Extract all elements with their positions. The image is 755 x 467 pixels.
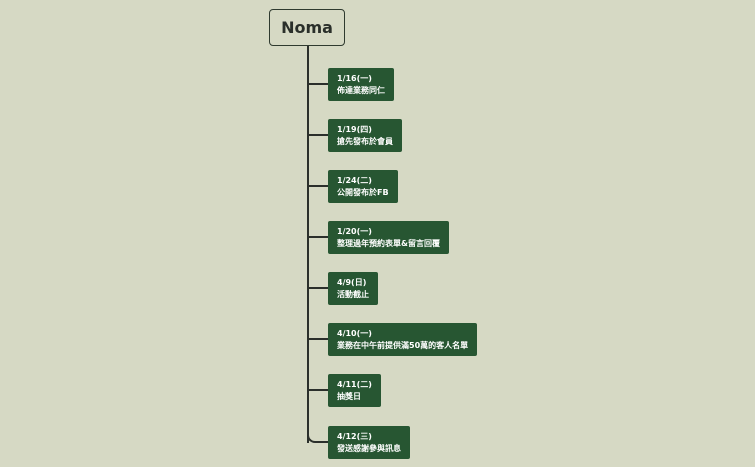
branch-line xyxy=(309,287,328,289)
node-date: 4/12(三) xyxy=(337,431,372,441)
node-text: 發送感謝參與訊息 xyxy=(337,443,401,453)
node-text: 抽獎日 xyxy=(337,391,361,401)
timeline-node[interactable]: 4/12(三) 發送感謝參與訊息 xyxy=(328,426,410,459)
trunk-line xyxy=(307,46,309,443)
node-date: 1/24(二) xyxy=(337,175,372,185)
node-text: 整理過年預約表單&留言回覆 xyxy=(337,238,440,248)
node-text: 公開發布於FB xyxy=(337,187,389,197)
timeline-node[interactable]: 1/19(四) 搶先發布於會員 xyxy=(328,119,402,152)
branch-line xyxy=(309,134,328,136)
node-text: 活動截止 xyxy=(337,289,369,299)
node-date: 1/20(一) xyxy=(337,226,372,236)
node-text: 業務在中午前提供滿50萬的客人名單 xyxy=(337,340,469,350)
timeline-node[interactable]: 4/10(一) 業務在中午前提供滿50萬的客人名單 xyxy=(328,323,478,356)
root-node[interactable]: Noma xyxy=(269,9,345,46)
branch-line xyxy=(309,338,328,340)
node-date: 4/11(二) xyxy=(337,379,372,389)
branch-elbow xyxy=(307,433,317,443)
node-date: 4/9(日) xyxy=(337,277,367,287)
branch-line xyxy=(317,441,328,443)
branch-line xyxy=(309,389,328,391)
node-date: 4/10(一) xyxy=(337,328,372,338)
timeline-node[interactable]: 1/20(一) 整理過年預約表單&留言回覆 xyxy=(328,221,449,254)
timeline-node[interactable]: 4/11(二) 抽獎日 xyxy=(328,374,381,407)
branch-line xyxy=(309,185,328,187)
timeline-node[interactable]: 4/9(日) 活動截止 xyxy=(328,272,378,305)
node-date: 1/16(一) xyxy=(337,73,372,83)
timeline-node[interactable]: 1/16(一) 佈達業務同仁 xyxy=(328,68,394,101)
branch-line xyxy=(309,83,328,85)
timeline-node[interactable]: 1/24(二) 公開發布於FB xyxy=(328,170,398,203)
root-label: Noma xyxy=(281,18,333,37)
node-date: 1/19(四) xyxy=(337,124,372,134)
node-text: 佈達業務同仁 xyxy=(337,85,385,95)
node-text: 搶先發布於會員 xyxy=(337,136,393,146)
branch-line xyxy=(309,236,328,238)
